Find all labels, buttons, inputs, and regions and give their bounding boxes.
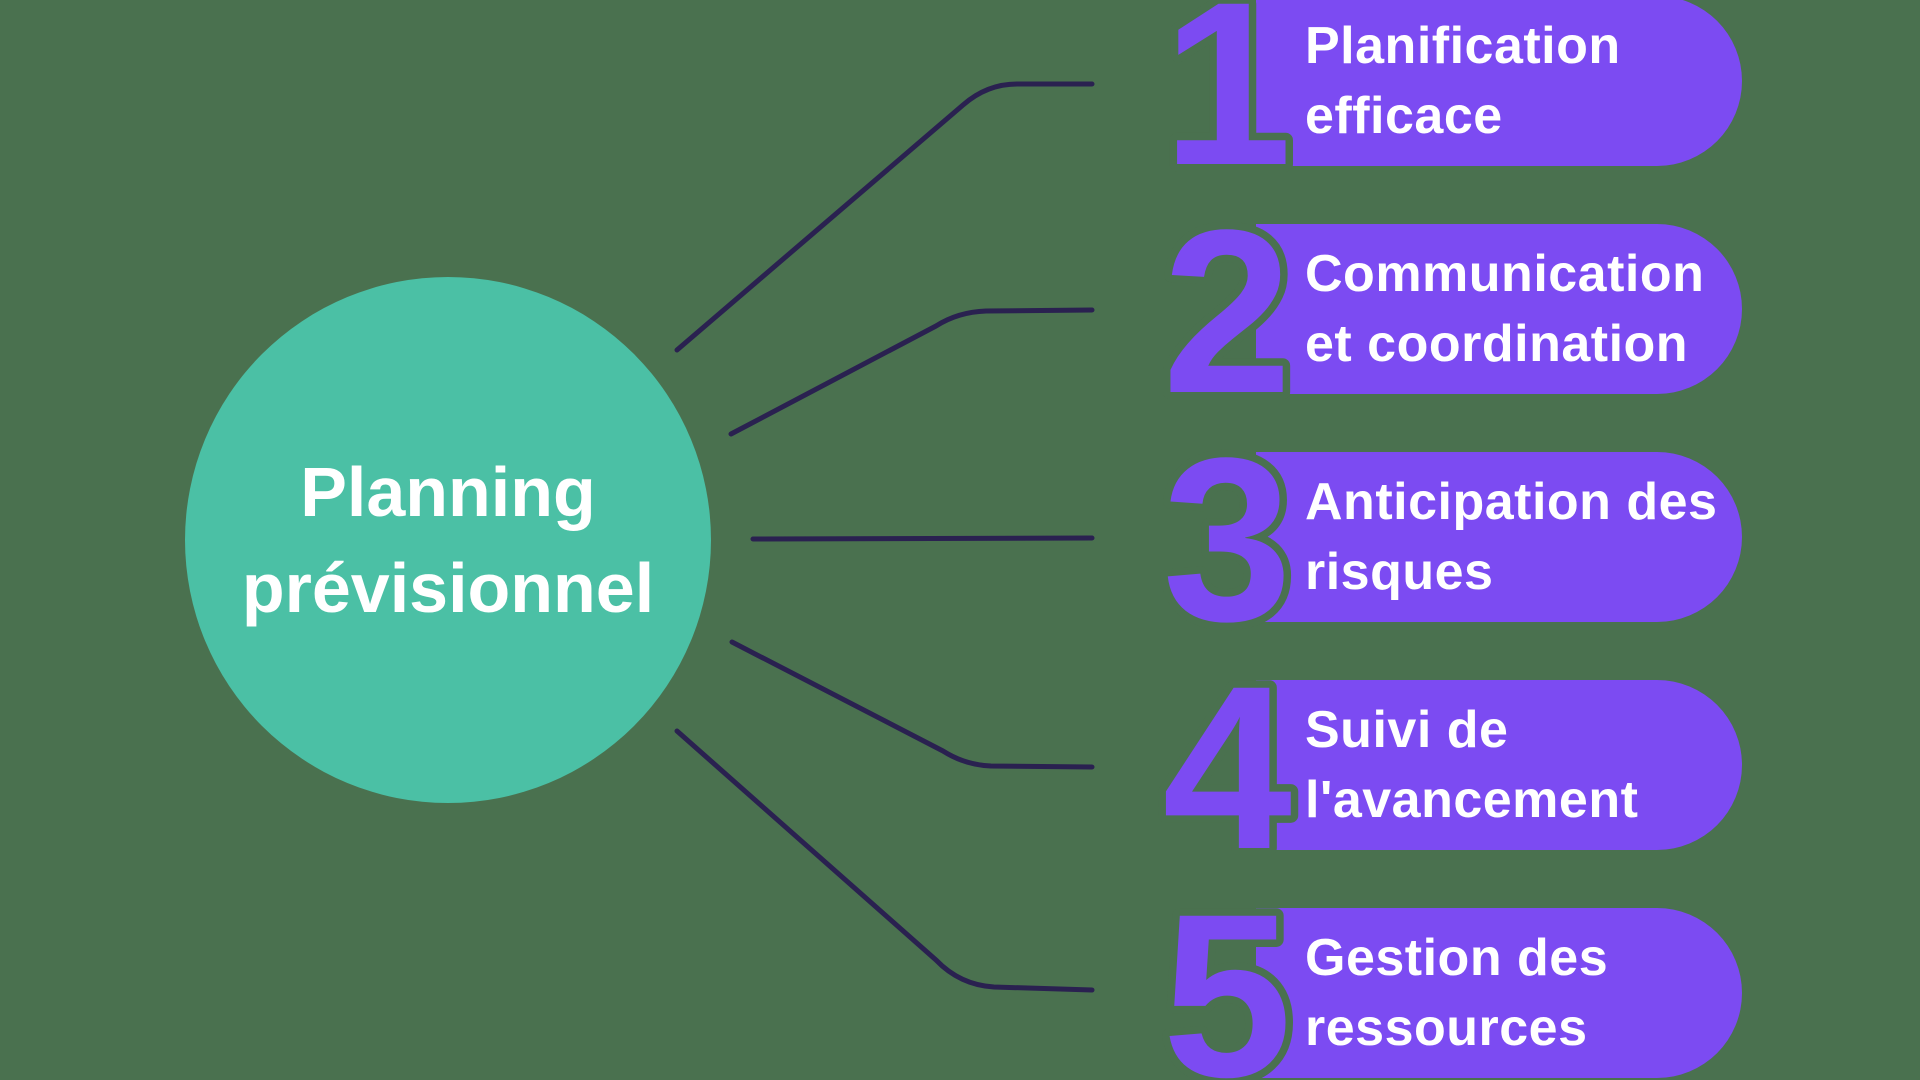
item-1-label-line2: efficace — [1305, 87, 1503, 145]
item-2-label-line2: et coordination — [1305, 315, 1689, 373]
connector-line-1 — [674, 81, 1095, 353]
central-topic-circle: Planning prévisionnel — [185, 277, 711, 803]
central-topic-title-line2: prévisionnel — [241, 549, 655, 627]
item-pill-3: Anticipation des risques — [1256, 452, 1742, 622]
item-4-label-line2: l'avancement — [1305, 771, 1639, 829]
item-pill-1: Planification efficace — [1256, 0, 1742, 166]
item-3-label-line2: risques — [1305, 543, 1494, 601]
item-5-label-line2: ressources — [1305, 999, 1588, 1057]
item-4-label-line1: Suivi de — [1305, 701, 1509, 759]
item-pill-4: Suivi de l'avancement — [1256, 680, 1742, 850]
item-pill-2: Communication et coordination — [1256, 224, 1742, 394]
item-3-label-line1: Anticipation des — [1305, 473, 1718, 531]
item-5-label-line1: Gestion des — [1305, 929, 1609, 987]
connector-line-2 — [728, 307, 1095, 437]
item-pill-5: Gestion des ressources — [1256, 908, 1742, 1078]
connector-line-3 — [750, 535, 1095, 542]
connector-line-5 — [674, 728, 1095, 993]
connector-line-4 — [729, 639, 1095, 770]
central-topic-title-line1: Planning — [300, 453, 596, 531]
item-2-label-line1: Communication — [1305, 245, 1705, 303]
item-1-label-line1: Planification — [1305, 17, 1621, 75]
